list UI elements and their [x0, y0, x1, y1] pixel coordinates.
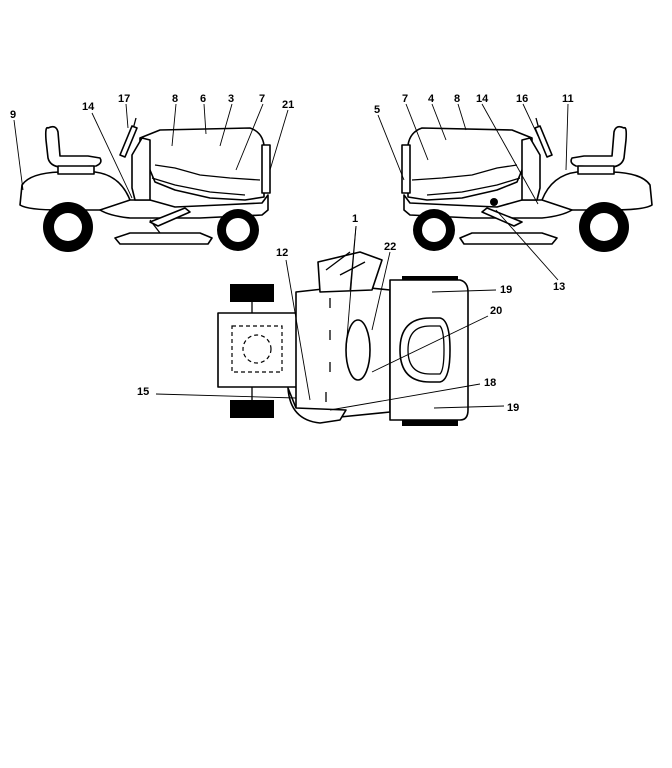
deck-lift-lever	[149, 207, 191, 227]
mower-deck-r	[459, 232, 558, 245]
callout-7-r: 7	[402, 93, 408, 105]
front-tire-top	[402, 276, 458, 282]
callout-18: 18	[484, 377, 496, 389]
dash-panel-r	[521, 137, 541, 201]
hood-stripe	[154, 164, 261, 181]
rear-wheel-hub	[54, 213, 82, 241]
callout-3: 3	[228, 93, 234, 105]
callout-9: 9	[10, 109, 16, 121]
callout-4: 4	[428, 93, 435, 105]
seat-base-r	[577, 165, 615, 175]
callout-22: 22	[384, 241, 396, 253]
callout-19-top: 19	[500, 284, 512, 296]
rear-fender-r	[531, 171, 653, 211]
front-tire-bottom	[402, 420, 458, 426]
callout-5: 5	[374, 104, 380, 116]
hood-side-line	[151, 177, 246, 196]
callout-21: 21	[282, 99, 294, 111]
dash-panel	[131, 137, 151, 201]
callout-19-bottom: 19	[507, 402, 519, 414]
callout-16: 16	[516, 93, 528, 105]
steering-wheel-r	[534, 125, 553, 158]
callout-1: 1	[352, 213, 358, 225]
callout-20: 20	[490, 305, 502, 317]
callout-17: 17	[118, 93, 130, 105]
tractor-right-side-view: 5 7 4 8 14 16 11 13	[374, 93, 653, 293]
hood	[139, 127, 265, 201]
grille-r	[401, 144, 411, 194]
tractor-top-view: 1 22 12 19 20 15 18 19	[137, 213, 519, 426]
tractor-left-side-view: 9 14 17 8 6 3 7 21	[10, 93, 294, 252]
callout-11: 11	[562, 93, 574, 105]
seat-base	[57, 165, 95, 175]
dash-top	[345, 319, 371, 381]
seat-r	[570, 125, 628, 168]
rear-fender	[19, 171, 141, 211]
callout-14: 14	[82, 101, 95, 113]
steering-wheel	[119, 125, 138, 158]
callout-12: 12	[276, 247, 288, 259]
hood-r	[407, 127, 533, 201]
grille	[261, 144, 271, 194]
rear-tire-top	[230, 284, 274, 302]
seat-outline-dashed	[231, 325, 283, 373]
lever-knob-r	[490, 198, 498, 206]
callout-15: 15	[137, 386, 149, 398]
callout-7: 7	[259, 93, 265, 105]
front-wheel-hub	[226, 218, 250, 242]
callout-8-r: 8	[454, 93, 460, 105]
seat	[44, 125, 102, 168]
rear-tire-bottom	[230, 400, 274, 418]
callout-13: 13	[553, 281, 565, 293]
callout-8: 8	[172, 93, 178, 105]
callout-6: 6	[200, 93, 206, 105]
mower-deck	[114, 232, 213, 245]
callout-14-r: 14	[476, 93, 489, 105]
